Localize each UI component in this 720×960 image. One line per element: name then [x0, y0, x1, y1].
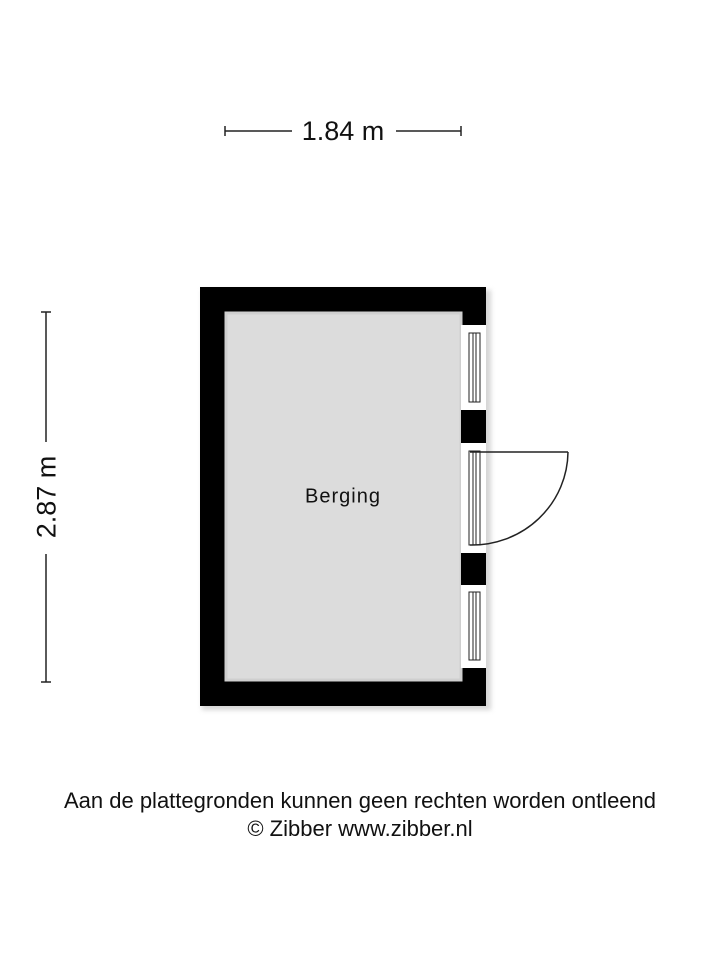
- width-dimension-label: 1.84 m: [301, 116, 385, 146]
- copyright-text: © Zibber www.zibber.nl: [247, 816, 473, 841]
- height-dimension: [20, 310, 70, 684]
- disclaimer-text: Aan de plattegronden kunnen geen rechten…: [63, 788, 657, 813]
- height-dimension-line: [41, 311, 51, 683]
- room-label-berging: Berging: [305, 485, 381, 508]
- wall-pier-upper: [461, 410, 486, 443]
- door-swing: [469, 451, 569, 546]
- room-floor-berging: [226, 313, 461, 680]
- window-upper: [468, 332, 481, 403]
- footer: Aan de plattegronden kunnen geen rechten…: [0, 787, 720, 843]
- width-dimension-line: [224, 126, 462, 136]
- window-lower: [468, 591, 481, 661]
- width-dimension: 1.84 m: [224, 112, 462, 152]
- wall-pier-lower: [461, 553, 486, 585]
